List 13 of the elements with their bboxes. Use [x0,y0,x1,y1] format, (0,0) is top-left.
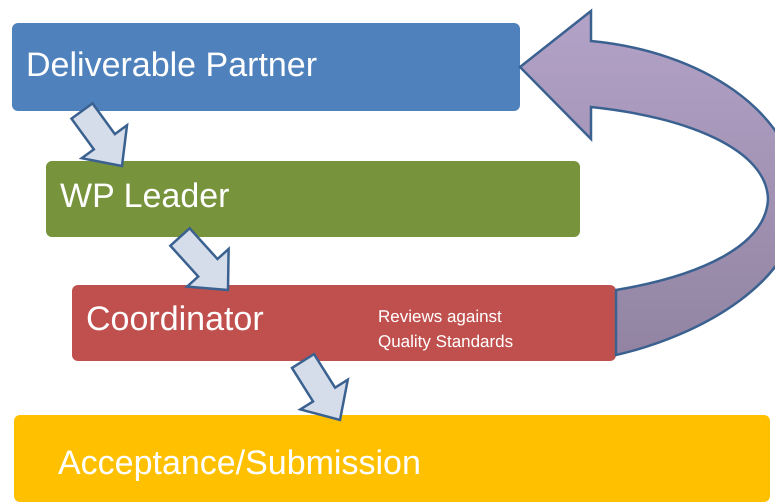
box-note: Reviews against Quality Standards [378,306,514,353]
block-arrow [290,352,350,422]
process-box [46,161,580,237]
process-box [72,285,616,361]
box-title: Acceptance/Submission [58,445,421,482]
process-box [14,415,770,502]
process-box [12,23,520,111]
box-title: Coordinator [86,301,264,338]
curved-block-arrow [518,10,775,356]
box-title: WP Leader [60,178,230,216]
block-arrow [70,102,129,168]
box-title: Deliverable Partner [26,47,318,84]
block-arrow [168,226,230,292]
